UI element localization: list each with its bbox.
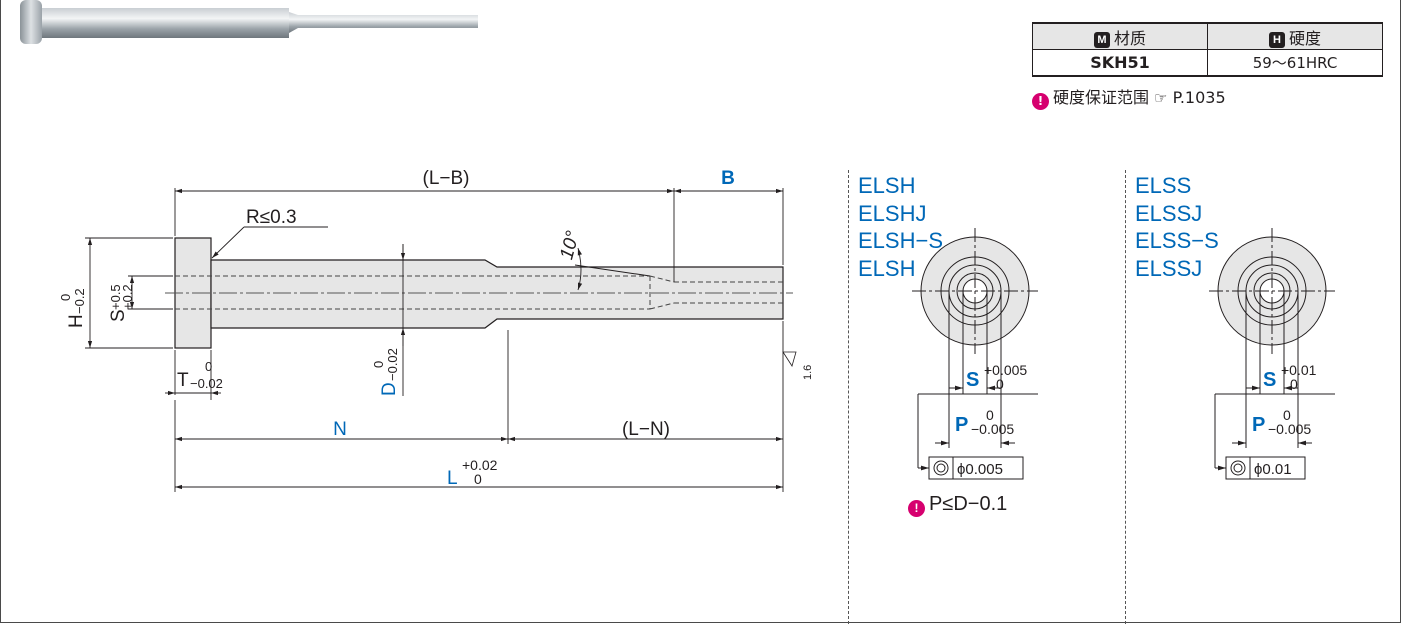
elss-type-1: ELSS xyxy=(1135,173,1191,198)
dim-d-tol-lower: −0.02 xyxy=(385,348,400,381)
elsh-p-label: P xyxy=(955,414,968,436)
pointing-hand-icon: ☞ xyxy=(1154,89,1168,107)
dim-s-tol-upper: +0.5 xyxy=(108,284,123,310)
elss-s-tol-lower: 0 xyxy=(1290,376,1298,392)
elss-p-tol-lower: −0.005 xyxy=(1268,421,1311,437)
dim-d: D xyxy=(379,382,400,396)
elsh-s-tol-lower: 0 xyxy=(996,376,1004,392)
elsh-s-label: S xyxy=(966,369,979,391)
elss-p-label: P xyxy=(1252,414,1265,436)
elsh-type-2: ELSHJ xyxy=(858,201,926,226)
dim-t: T xyxy=(177,370,189,391)
dim-s-tol-lower: +0.2 xyxy=(120,284,135,310)
radius-note: R≤0.3 xyxy=(246,207,297,228)
dimension-lines xyxy=(85,188,797,492)
elss-type-4: ELSSJ xyxy=(1135,256,1202,281)
warning-icon: ! xyxy=(1032,93,1049,110)
section-divider-left xyxy=(848,170,849,624)
material-badge-icon: M xyxy=(1093,31,1110,48)
dim-b: B xyxy=(721,168,735,189)
dim-h-tol-lower: −0.2 xyxy=(72,288,87,314)
dim-h-tol-upper: 0 xyxy=(58,294,73,301)
hardness-badge-icon: H xyxy=(1268,31,1285,48)
dim-l-minus-b: (L−B) xyxy=(423,168,470,189)
dim-h: H xyxy=(66,314,87,328)
elss-p-tol-upper: 0 xyxy=(1283,407,1291,423)
elss-type-2: ELSSJ xyxy=(1135,201,1202,226)
pin-side-view xyxy=(165,237,793,349)
dim-l: L xyxy=(447,468,458,489)
elsh-type-3: ELSH−S xyxy=(858,228,943,253)
dim-l-tol-upper: +0.02 xyxy=(462,457,498,473)
hardness-note: !硬度保证范围 ☞ P.1035 xyxy=(1032,84,1226,110)
hardness-value: 59～61HRC xyxy=(1207,49,1383,77)
dim-t-tol-upper: 0 xyxy=(205,359,212,374)
ejector-pin-photo xyxy=(20,0,478,44)
section-divider-right xyxy=(1125,170,1126,624)
elsh-type-1: ELSH xyxy=(858,173,915,198)
elss-s-tol-upper: +0.01 xyxy=(1281,362,1317,378)
elsh-end-view: ELSH ELSHJ ELSH−S ELSH xyxy=(858,173,1038,480)
hardness-note-text: 硬度保证范围 xyxy=(1053,88,1150,107)
elsh-type-4: ELSH xyxy=(858,256,915,281)
dim-l-tol-lower: 0 xyxy=(474,471,482,487)
p-condition-note: !P≤D−0.1 xyxy=(908,493,1007,517)
dim-l-minus-n: (L−N) xyxy=(622,419,670,440)
elsh-s-tol-upper: +0.005 xyxy=(984,362,1027,378)
elsh-p-tol-lower: −0.005 xyxy=(971,421,1014,437)
elss-concentricity: ϕ0.01 xyxy=(1254,461,1292,478)
elsh-concentricity: ϕ0.005 xyxy=(957,461,1003,478)
elsh-p-tol-upper: 0 xyxy=(986,407,994,423)
elss-type-3: ELSS−S xyxy=(1135,228,1219,253)
p-condition-text: P≤D−0.1 xyxy=(929,493,1008,515)
material-value: SKH51 xyxy=(1032,49,1208,77)
warning-icon: ! xyxy=(908,500,925,517)
roughness-value: 1.6 xyxy=(802,365,814,380)
dim-s: S xyxy=(108,309,129,322)
dim-n: N xyxy=(333,419,347,440)
dim-t-tol-lower: −0.02 xyxy=(190,376,223,391)
elss-s-label: S xyxy=(1263,369,1276,391)
elss-end-view: ELSS ELSSJ ELSS−S ELSSJ xyxy=(1135,173,1335,480)
dim-d-tol-upper: 0 xyxy=(371,361,386,368)
page-reference-link[interactable]: P.1035 xyxy=(1172,88,1226,107)
